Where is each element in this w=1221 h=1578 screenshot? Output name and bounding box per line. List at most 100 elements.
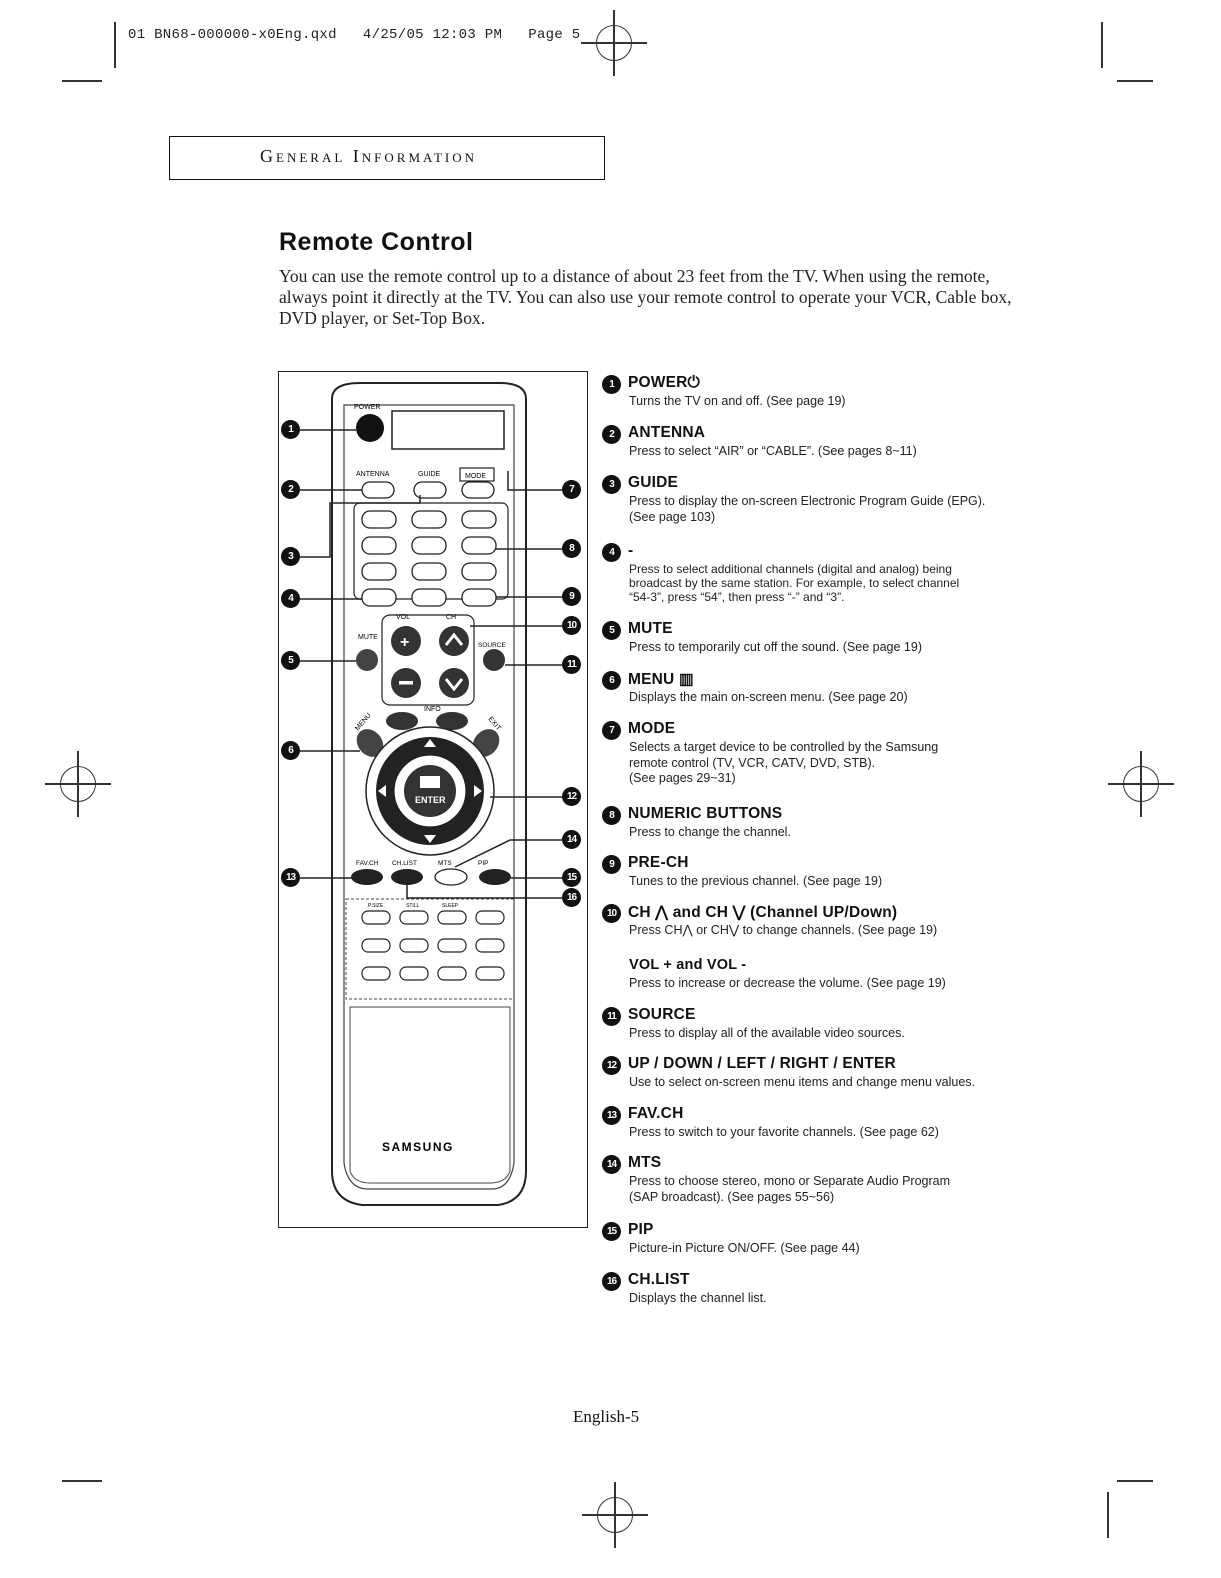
item-title: POWER⏻ bbox=[628, 374, 701, 391]
callout-16: 16 bbox=[562, 888, 581, 907]
section-header-box bbox=[169, 136, 605, 180]
item-desc: Displays the main on-screen menu. (See p… bbox=[629, 690, 908, 704]
item-desc: Press to display the on-screen Electroni… bbox=[629, 494, 986, 524]
mts-label: MTS bbox=[438, 860, 452, 867]
item-title: CH ⋀ and CH ⋁ (Channel UP/Down) bbox=[628, 904, 898, 921]
callout-5: 5 bbox=[281, 651, 300, 670]
item-title: - bbox=[628, 542, 634, 559]
item-desc: Press CH⋀ or CH⋁ to change channels. (Se… bbox=[629, 923, 938, 937]
item-desc: Press to display all of the available vi… bbox=[629, 1026, 905, 1040]
page-title: Remote Control bbox=[279, 228, 474, 256]
mute-label: MUTE bbox=[358, 634, 378, 641]
item-desc: Press to switch to your favorite channel… bbox=[629, 1125, 939, 1139]
brand-logo: SAMSUNG bbox=[382, 1140, 454, 1154]
enter-button bbox=[404, 765, 456, 817]
callout-1: 1 bbox=[281, 420, 300, 439]
item-title: PRE-CH bbox=[628, 854, 689, 871]
psize-label: P.SIZE bbox=[368, 903, 384, 909]
item-number: 5 bbox=[602, 621, 621, 640]
item-number: 2 bbox=[602, 425, 621, 444]
mode-button bbox=[461, 481, 495, 499]
menu-return-button bbox=[386, 712, 418, 730]
crop-mark bbox=[1107, 1492, 1109, 1538]
source-button bbox=[483, 649, 505, 671]
item-desc: Press to select additional channels (dig… bbox=[629, 562, 960, 604]
print-slug: 01 BN68-000000-x0Eng.qxd 4/25/05 12:03 P… bbox=[128, 27, 581, 43]
item-title: MUTE bbox=[628, 620, 673, 637]
page-number: English-5 bbox=[573, 1407, 640, 1426]
item-desc: Displays the channel list. bbox=[629, 1291, 767, 1305]
battery-cover bbox=[349, 1006, 511, 1184]
item-title: SOURCE bbox=[628, 1006, 696, 1023]
item-desc: Press to change the channel. bbox=[629, 825, 791, 839]
section-title: General Information bbox=[260, 146, 477, 166]
callout-lines bbox=[300, 429, 562, 899]
lower-panel bbox=[345, 898, 515, 1000]
item-title: GUIDE bbox=[628, 474, 679, 491]
item-number: 1 bbox=[602, 375, 621, 394]
callout-3: 3 bbox=[281, 547, 300, 566]
guide-label: GUIDE bbox=[418, 471, 441, 478]
crop-mark bbox=[1101, 22, 1103, 68]
item-desc: Turns the TV on and off. (See page 19) bbox=[629, 394, 846, 408]
vol-ch-frame bbox=[381, 614, 475, 706]
item-number: 15 bbox=[602, 1222, 621, 1241]
item-title: MTS bbox=[628, 1154, 662, 1171]
item-desc: Tunes to the previous channel. (See page… bbox=[629, 874, 883, 888]
item-title: UP / DOWN / LEFT / RIGHT / ENTER bbox=[628, 1055, 896, 1072]
item-title: ANTENNA bbox=[628, 424, 706, 441]
mode-label-box bbox=[459, 467, 495, 482]
callout-4: 4 bbox=[281, 589, 300, 608]
callout-12: 12 bbox=[562, 787, 581, 806]
mode-label: MODE bbox=[465, 473, 486, 480]
item-number: 7 bbox=[602, 721, 621, 740]
item-number: 12 bbox=[602, 1056, 621, 1075]
chlist-button bbox=[391, 869, 423, 885]
item-desc: Selects a target device to be controlled… bbox=[629, 740, 939, 785]
info-label: INFO bbox=[424, 706, 441, 713]
power-button bbox=[356, 414, 384, 442]
item-desc: Use to select on-screen menu items and c… bbox=[629, 1075, 976, 1089]
pip-button bbox=[479, 869, 511, 885]
display-window bbox=[391, 410, 505, 450]
item-title: PIP bbox=[628, 1221, 654, 1238]
lower-buttons bbox=[361, 910, 505, 981]
chlist-label: CH.LIST bbox=[392, 860, 417, 867]
callout-9: 9 bbox=[562, 587, 581, 606]
callout-15: 15 bbox=[562, 868, 581, 887]
callout-8: 8 bbox=[562, 539, 581, 558]
source-label: SOURCE bbox=[478, 642, 506, 649]
item-desc: Press to temporarily cut off the sound. … bbox=[629, 640, 922, 654]
ch-down-button bbox=[439, 668, 469, 698]
item-number: 6 bbox=[602, 671, 621, 690]
registration-mark-icon bbox=[581, 10, 647, 76]
item-desc: Press to choose stereo, mono or Separate… bbox=[629, 1174, 951, 1204]
item-subtitle: VOL + and VOL - bbox=[629, 957, 747, 973]
item-title: MODE bbox=[628, 720, 676, 737]
ch-label: CH bbox=[446, 614, 456, 621]
registration-mark-icon bbox=[45, 751, 111, 817]
remote-illustration: POWER ANTENNA GUIDE MODE VOL CH + MUTE S… bbox=[300, 382, 562, 1206]
pip-label: PIP bbox=[478, 860, 488, 867]
crop-mark bbox=[1117, 1480, 1153, 1482]
crop-mark bbox=[1117, 80, 1153, 82]
sleep-label: SLEEP bbox=[442, 903, 459, 909]
crop-mark bbox=[62, 80, 102, 82]
vol-up-button bbox=[391, 626, 421, 656]
item-title: NUMERIC BUTTONS bbox=[628, 805, 783, 822]
item-title: CH.LIST bbox=[628, 1271, 690, 1288]
callout-10: 10 bbox=[562, 616, 581, 635]
info-button bbox=[436, 712, 468, 730]
item-number: 11 bbox=[602, 1007, 621, 1026]
svg-text:+: + bbox=[400, 634, 409, 651]
callout-13: 13 bbox=[281, 868, 300, 887]
crop-mark bbox=[114, 22, 116, 68]
item-number: 16 bbox=[602, 1272, 621, 1291]
favch-button bbox=[351, 869, 383, 885]
guide-button bbox=[413, 481, 447, 499]
remote-figure-frame bbox=[278, 371, 588, 1228]
power-label: POWER bbox=[354, 404, 380, 411]
menu-button bbox=[356, 729, 384, 757]
callout-7: 7 bbox=[562, 480, 581, 499]
item-desc: Picture-in Picture ON/OFF. (See page 44) bbox=[629, 1241, 860, 1255]
